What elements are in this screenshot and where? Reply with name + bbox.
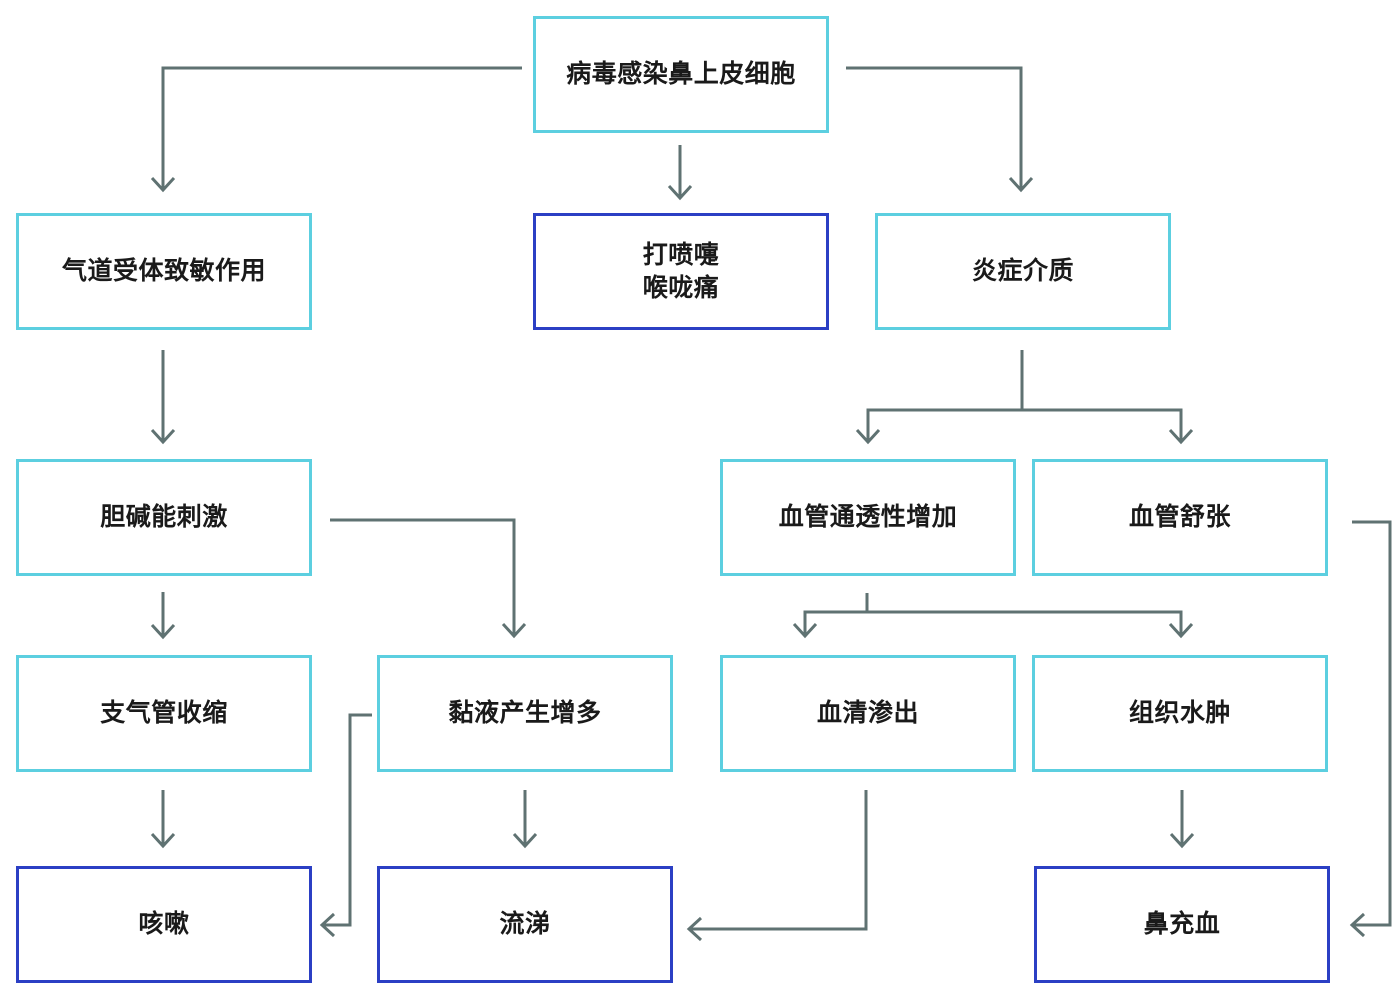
node-cholinergic-stimulation: 胆碱能刺激 bbox=[16, 459, 312, 576]
arrowhead bbox=[1169, 832, 1195, 849]
node-sneeze-sore-throat: 打喷嚏 喉咙痛 bbox=[533, 213, 829, 330]
node-label: 黏液产生增多 bbox=[448, 698, 602, 728]
arrow-root-to-inflammation bbox=[846, 66, 1023, 190]
arrowhead bbox=[150, 623, 176, 640]
node-tissue-edema: 组织水肿 bbox=[1032, 655, 1328, 772]
node-label: 流涕 bbox=[499, 909, 551, 939]
node-inflammatory-mediators: 炎症介质 bbox=[875, 213, 1171, 330]
arrowhead bbox=[501, 622, 527, 639]
node-label: 病毒感染鼻上皮细胞 bbox=[566, 59, 796, 89]
node-serum-exudation: 血清渗出 bbox=[720, 655, 1016, 772]
node-label: 组织水肿 bbox=[1128, 698, 1231, 728]
arrowhead bbox=[686, 916, 703, 942]
arrow-permeability-split bbox=[803, 593, 1183, 636]
arrow-inflammation-split bbox=[866, 350, 1183, 442]
arrowhead bbox=[792, 622, 818, 639]
arrow-serum-to-runny-nose bbox=[689, 790, 868, 931]
arrow-vasodilation-to-congestion bbox=[1352, 520, 1392, 927]
arrowhead bbox=[667, 184, 693, 201]
node-airway-sensitization: 气道受体致敏作用 bbox=[16, 213, 312, 330]
arrowhead bbox=[855, 428, 881, 445]
arrowhead bbox=[1168, 428, 1194, 445]
arrowhead bbox=[1008, 176, 1034, 193]
node-runny-nose: 流涕 bbox=[377, 866, 673, 983]
node-label: 支气管收缩 bbox=[100, 698, 228, 728]
arrow-cholinergic-to-mucus bbox=[330, 518, 516, 636]
node-vasodilation: 血管舒张 bbox=[1032, 459, 1328, 576]
node-mucus-production: 黏液产生增多 bbox=[377, 655, 673, 772]
node-label-line2: 喉咙痛 bbox=[642, 272, 720, 302]
node-label: 血清渗出 bbox=[816, 698, 919, 728]
arrowhead bbox=[150, 428, 176, 445]
arrow-root-to-airway bbox=[161, 66, 522, 190]
arrowhead bbox=[1168, 622, 1194, 639]
node-bronchoconstriction: 支气管收缩 bbox=[16, 655, 312, 772]
arrowhead bbox=[150, 832, 176, 849]
node-vascular-permeability: 血管通透性增加 bbox=[720, 459, 1016, 576]
node-label: 胆碱能刺激 bbox=[100, 502, 228, 532]
node-label: 鼻充血 bbox=[1143, 909, 1221, 939]
node-label: 气道受体致敏作用 bbox=[61, 256, 266, 286]
node-nasal-congestion: 鼻充血 bbox=[1034, 866, 1330, 983]
arrowhead bbox=[512, 832, 538, 849]
arrowhead bbox=[150, 176, 176, 193]
node-label: 咳嗽 bbox=[138, 909, 190, 939]
node-label-line1: 打喷嚏 bbox=[642, 240, 720, 269]
node-cough: 咳嗽 bbox=[16, 866, 312, 983]
node-label: 血管舒张 bbox=[1128, 502, 1231, 532]
node-label: 血管通透性增加 bbox=[778, 502, 958, 532]
node-virus-infection: 病毒感染鼻上皮细胞 bbox=[533, 16, 829, 133]
arrowhead bbox=[1349, 912, 1366, 938]
node-label: 炎症介质 bbox=[971, 256, 1074, 286]
arrow-mucus-to-cough bbox=[322, 713, 372, 927]
arrowhead bbox=[319, 912, 336, 938]
